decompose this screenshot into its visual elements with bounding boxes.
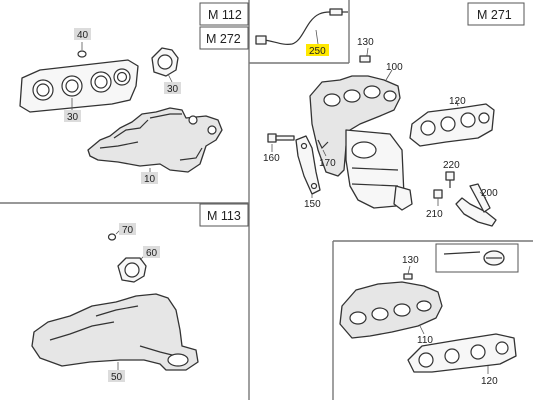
part-label-30[interactable]: 30 xyxy=(164,82,181,95)
washer-40 xyxy=(77,42,87,58)
svg-text:110: 110 xyxy=(417,335,433,346)
manifold-gasket-120-bottom xyxy=(407,333,517,374)
part-label-200[interactable]: 200 xyxy=(481,188,498,199)
part-label-50[interactable]: 50 xyxy=(108,370,125,383)
svg-text:150: 150 xyxy=(304,199,321,210)
svg-text:210: 210 xyxy=(426,209,443,220)
part-label-10[interactable]: 10 xyxy=(141,172,158,185)
bracket-200 xyxy=(455,183,497,227)
svg-text:70: 70 xyxy=(122,225,134,236)
bolt-160 xyxy=(267,133,295,152)
part-label-160[interactable]: 160 xyxy=(263,153,280,164)
part-label-30[interactable]: 30 xyxy=(64,110,81,123)
part-label-100[interactable]: 100 xyxy=(386,62,403,73)
part-label-120[interactable]: 120 xyxy=(481,376,498,387)
svg-text:120: 120 xyxy=(449,96,466,107)
part-label-70[interactable]: 70 xyxy=(119,223,136,236)
model-box-m112: M 112 xyxy=(199,2,249,26)
exhaust-manifold-50 xyxy=(31,293,199,372)
model-box-m271: M 271 xyxy=(467,2,525,26)
part-label-130[interactable]: 130 xyxy=(357,37,374,48)
svg-text:130: 130 xyxy=(402,255,419,266)
svg-text:50: 50 xyxy=(111,372,123,383)
svg-text:250: 250 xyxy=(309,46,326,57)
svg-text:M 271: M 271 xyxy=(477,8,512,22)
ring-gasket-30 xyxy=(151,47,179,83)
oxygen-sensor-250 xyxy=(255,8,348,46)
washer-70 xyxy=(107,229,121,241)
svg-text:120: 120 xyxy=(481,376,498,387)
catalytic-manifold-m271 xyxy=(309,47,413,211)
svg-text:10: 10 xyxy=(144,174,156,185)
bolt-130-top xyxy=(359,55,371,63)
svg-text:M 112: M 112 xyxy=(208,8,242,22)
bolt-210 xyxy=(433,189,443,206)
svg-text:30: 30 xyxy=(67,112,79,123)
part-label-60[interactable]: 60 xyxy=(143,246,160,259)
catalytic-manifold-110 xyxy=(339,281,443,339)
part-label-120[interactable]: 120 xyxy=(449,96,466,107)
part-label-110[interactable]: 110 xyxy=(417,335,433,346)
part-labels: 40 30 30 10 250 130 100 120 160 xyxy=(64,28,498,387)
part-label-210[interactable]: 210 xyxy=(426,209,443,220)
clamp-170 xyxy=(317,139,329,157)
part-label-130[interactable]: 130 xyxy=(402,255,419,266)
svg-text:200: 200 xyxy=(481,188,498,199)
ring-gasket-60 xyxy=(117,253,147,283)
svg-text:60: 60 xyxy=(146,248,158,259)
svg-text:M 113: M 113 xyxy=(207,209,241,223)
model-box-m113: M 113 xyxy=(199,203,249,227)
part-label-170[interactable]: 170 xyxy=(319,158,336,169)
svg-text:M 272: M 272 xyxy=(206,32,241,46)
svg-text:220: 220 xyxy=(443,160,460,171)
part-label-150[interactable]: 150 xyxy=(304,199,321,210)
model-box-m272: M 272 xyxy=(199,26,249,50)
part-label-40[interactable]: 40 xyxy=(74,28,91,41)
manifold-gasket-120-top xyxy=(409,99,495,147)
part-label-250[interactable]: 250 xyxy=(306,44,329,57)
svg-text:130: 130 xyxy=(357,37,374,48)
part-label-220[interactable]: 220 xyxy=(443,160,460,171)
svg-text:170: 170 xyxy=(319,158,336,169)
svg-text:160: 160 xyxy=(263,153,280,164)
bolt-220 xyxy=(445,171,455,188)
bracket-150 xyxy=(295,135,321,198)
svg-text:30: 30 xyxy=(167,84,179,95)
manifold-gasket-m112 xyxy=(19,59,139,113)
svg-text:40: 40 xyxy=(77,30,89,41)
bolt-130-bottom xyxy=(403,265,413,280)
inset-view-hose xyxy=(435,243,519,273)
svg-text:100: 100 xyxy=(386,62,403,73)
exhaust-manifold-10 xyxy=(87,107,223,174)
